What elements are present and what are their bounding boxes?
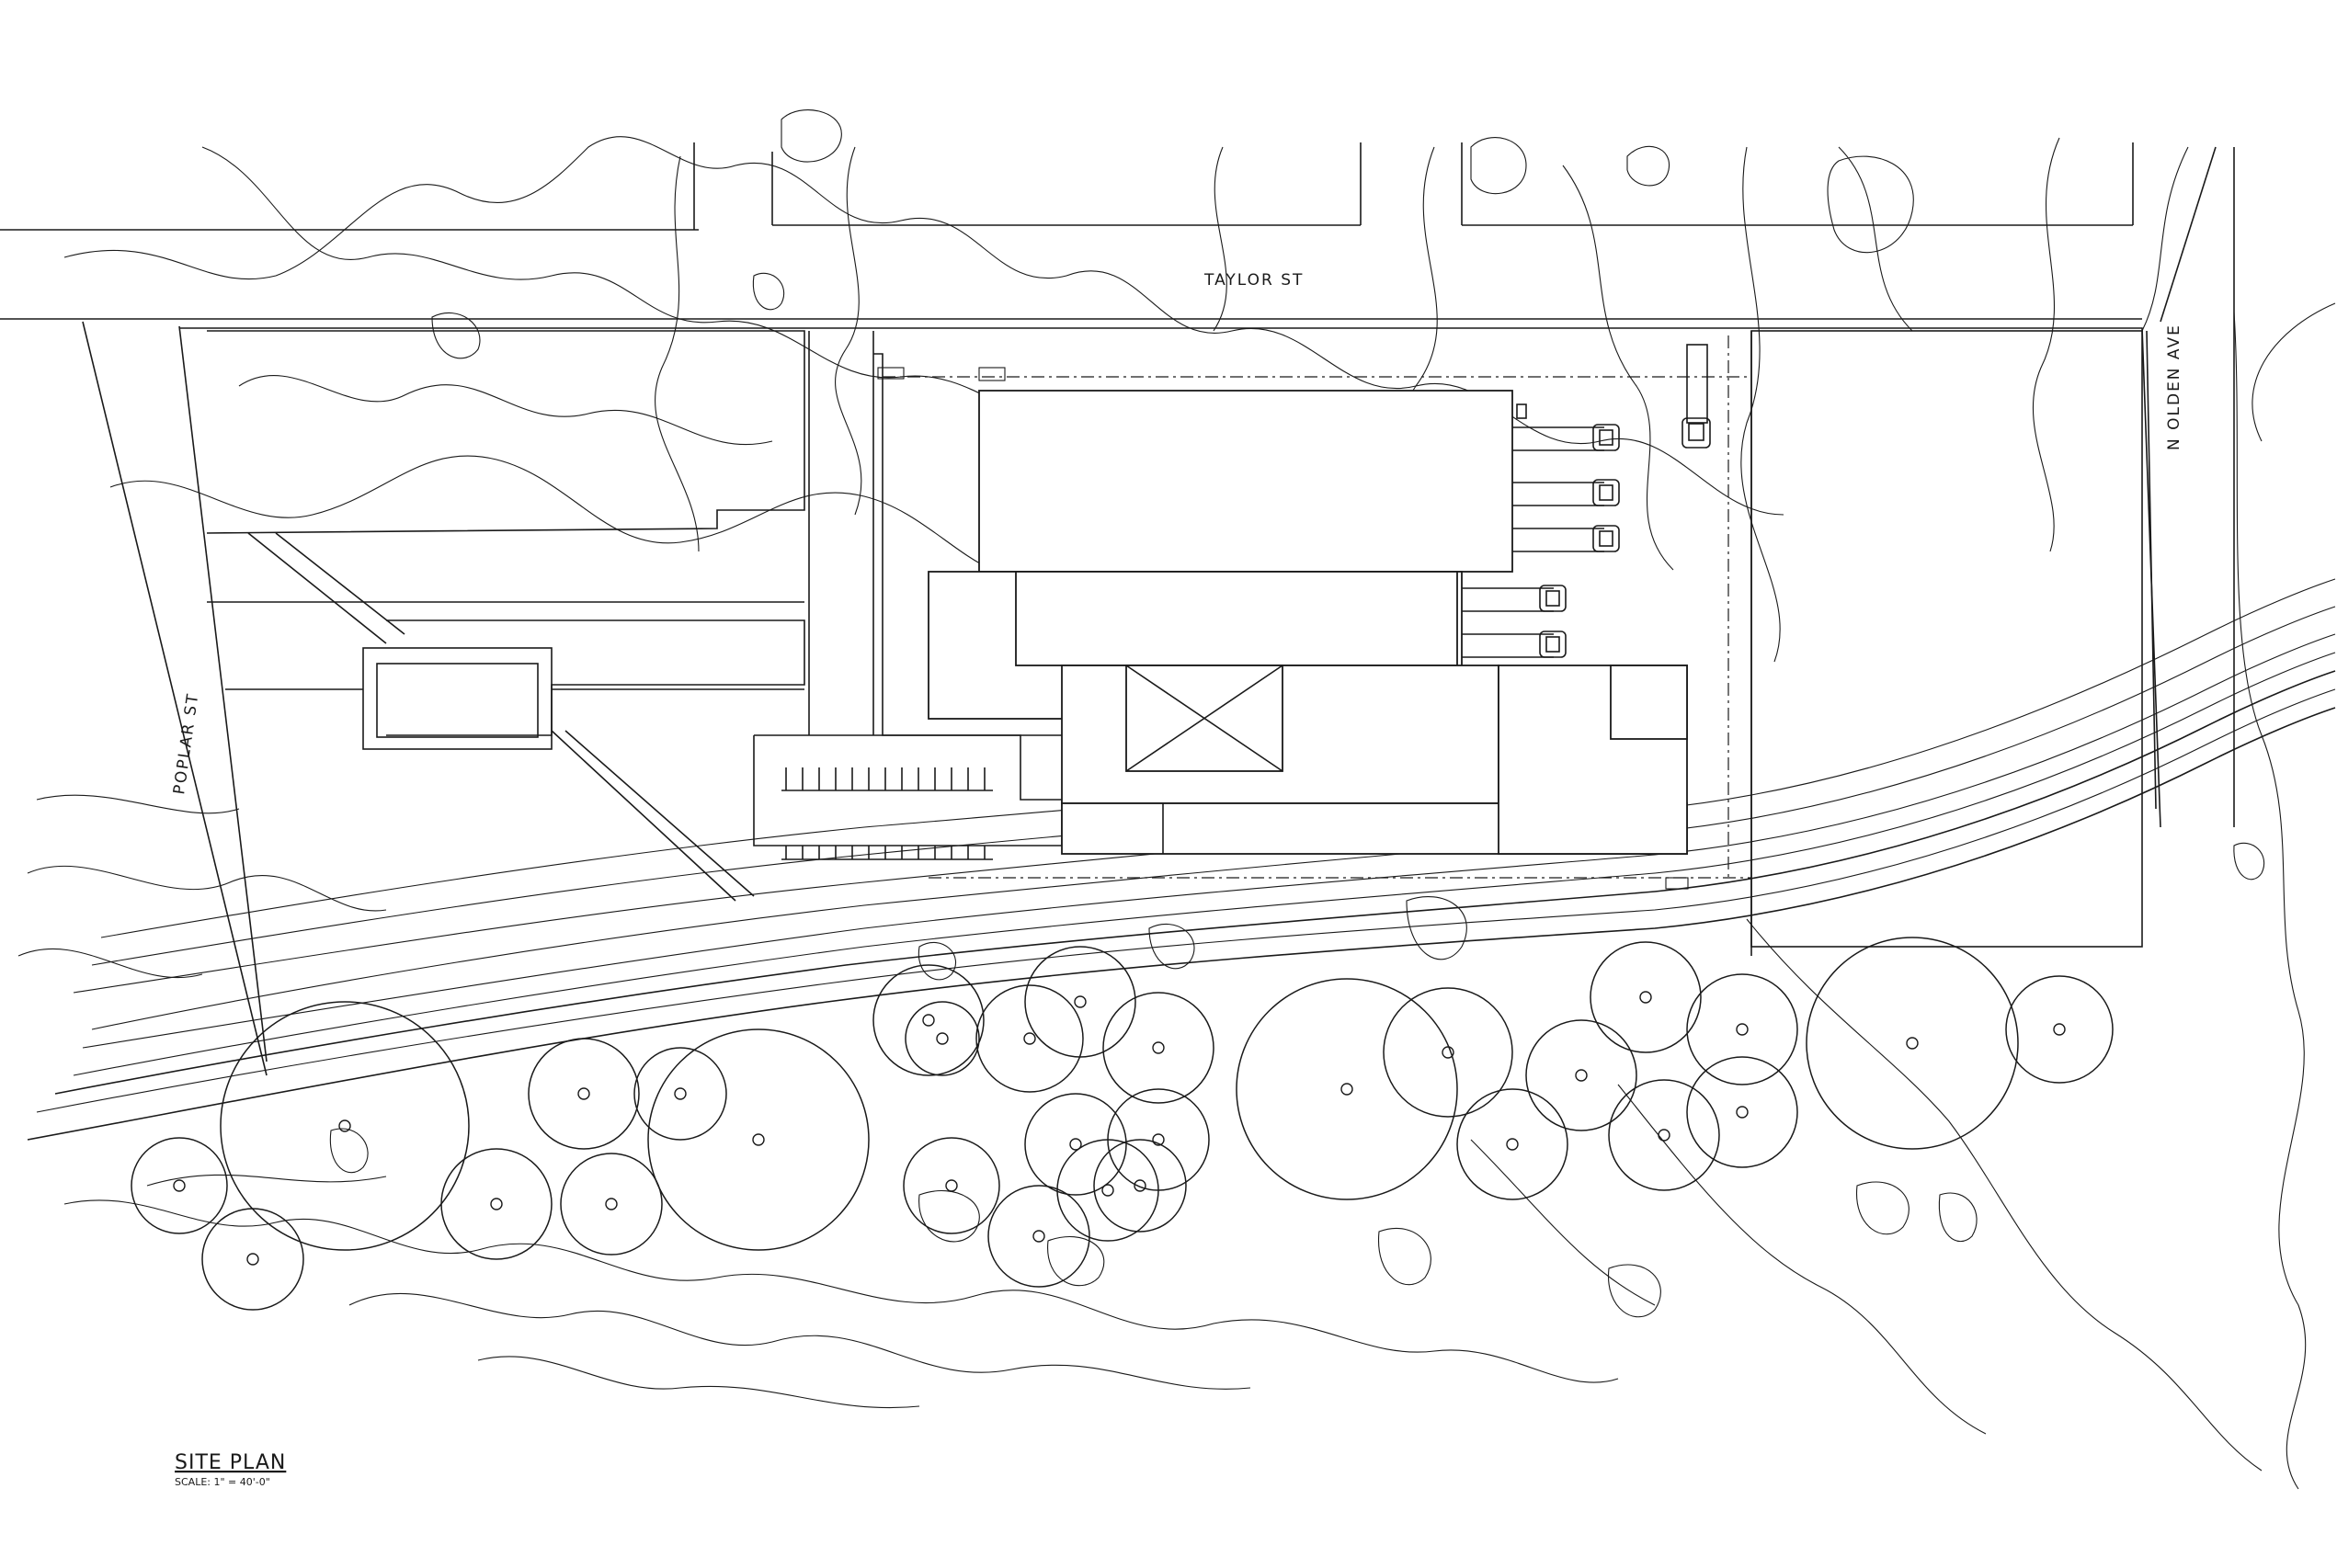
tree-trunk xyxy=(945,1179,958,1192)
tree-canopy xyxy=(905,1001,980,1076)
tree-trunk xyxy=(1736,1023,1749,1036)
truck-icon xyxy=(1592,479,1620,506)
tree-canopy xyxy=(528,1038,640,1150)
truck-icon xyxy=(1539,631,1567,658)
tree-trunk xyxy=(1639,991,1652,1004)
tree-canopy xyxy=(903,1137,1000,1234)
tree-trunk xyxy=(2053,1023,2066,1036)
building-middle-block xyxy=(1015,571,1458,666)
tree-canopy xyxy=(1806,937,2019,1150)
drawing-scale: SCALE: 1" = 40'-0" xyxy=(175,1476,270,1488)
tree-trunk xyxy=(1906,1037,1919,1050)
tree-trunk xyxy=(577,1087,590,1100)
tree-trunk xyxy=(1134,1179,1146,1192)
tree-canopy xyxy=(201,1208,304,1311)
tree-canopy xyxy=(1590,941,1702,1053)
tree-canopy xyxy=(1102,992,1214,1104)
building-east-box xyxy=(1610,665,1688,740)
truck-icon xyxy=(1682,417,1711,449)
tree-trunk xyxy=(1032,1230,1045,1243)
tree-canopy xyxy=(1093,1139,1187,1233)
building-footprint xyxy=(873,330,2143,956)
tree-canopy xyxy=(872,964,985,1076)
tree-canopy xyxy=(633,1047,727,1141)
tree-trunk xyxy=(246,1253,259,1266)
tree-canopy xyxy=(131,1137,228,1234)
tree-canopy xyxy=(1686,1056,1798,1168)
tree-trunk xyxy=(1152,1133,1165,1146)
street-label-taylor: TAYLOR ST xyxy=(1203,271,1304,290)
tree-trunk xyxy=(1506,1138,1519,1151)
tree-canopy xyxy=(1024,946,1136,1058)
tree-canopy xyxy=(1024,1093,1127,1196)
truck-icon xyxy=(1592,525,1620,552)
tree-trunk xyxy=(338,1119,351,1132)
tree-canopy xyxy=(1383,987,1513,1118)
tree-canopy xyxy=(1236,978,1458,1200)
truck-icon xyxy=(1592,424,1620,451)
tree-trunk xyxy=(1074,995,1087,1008)
tree-trunk xyxy=(1658,1129,1670,1142)
tree-canopy xyxy=(1456,1088,1568,1200)
tree-canopy xyxy=(560,1153,663,1256)
tree-trunk xyxy=(1340,1083,1353,1096)
contour-knolls xyxy=(329,109,2265,1318)
truck-trailer xyxy=(1686,344,1708,424)
tree-trunk xyxy=(1069,1138,1082,1151)
parking-stalls-south xyxy=(785,846,986,859)
tree-trunk xyxy=(674,1087,687,1100)
street-label-poplar: POPLAR ST xyxy=(170,691,202,795)
tree-trunk xyxy=(1101,1184,1114,1197)
parking-area xyxy=(753,734,1063,860)
tree-canopy xyxy=(647,1028,870,1251)
tree-canopy xyxy=(1525,1019,1637,1131)
tree-canopy xyxy=(440,1148,553,1260)
tree-trunk xyxy=(490,1198,503,1210)
street-label-olden: N OLDEN AVE xyxy=(2165,324,2183,450)
parking-stalls-north xyxy=(785,767,986,790)
tree-canopy xyxy=(1686,973,1798,1085)
tree-trunk xyxy=(1736,1106,1749,1119)
tree-canopy xyxy=(1107,1088,1210,1191)
loading-docks xyxy=(1462,344,1711,658)
tree-trunk xyxy=(1023,1032,1036,1045)
tree-trunk xyxy=(1152,1041,1165,1054)
tree-trunk xyxy=(605,1198,618,1210)
drawing-title: SITE PLAN xyxy=(175,1451,286,1474)
tree-trunk xyxy=(1575,1069,1588,1082)
trees xyxy=(131,937,2114,1311)
tree-canopy xyxy=(220,1001,470,1251)
building-north-block xyxy=(978,390,1513,573)
tree-trunk xyxy=(936,1032,949,1045)
setback-lines xyxy=(877,335,1751,890)
tree-trunk xyxy=(752,1133,765,1146)
tree-canopy xyxy=(975,984,1084,1093)
west-parcel xyxy=(206,330,874,902)
tree-canopy xyxy=(987,1185,1090,1288)
property-lines xyxy=(0,142,2235,1076)
truck-icon xyxy=(1539,585,1567,612)
tree-canopy xyxy=(2005,975,2114,1084)
tree-trunk xyxy=(173,1179,186,1192)
tree-trunk xyxy=(922,1014,935,1027)
tree-trunk xyxy=(1442,1046,1454,1059)
tree-canopy xyxy=(1608,1079,1720,1191)
